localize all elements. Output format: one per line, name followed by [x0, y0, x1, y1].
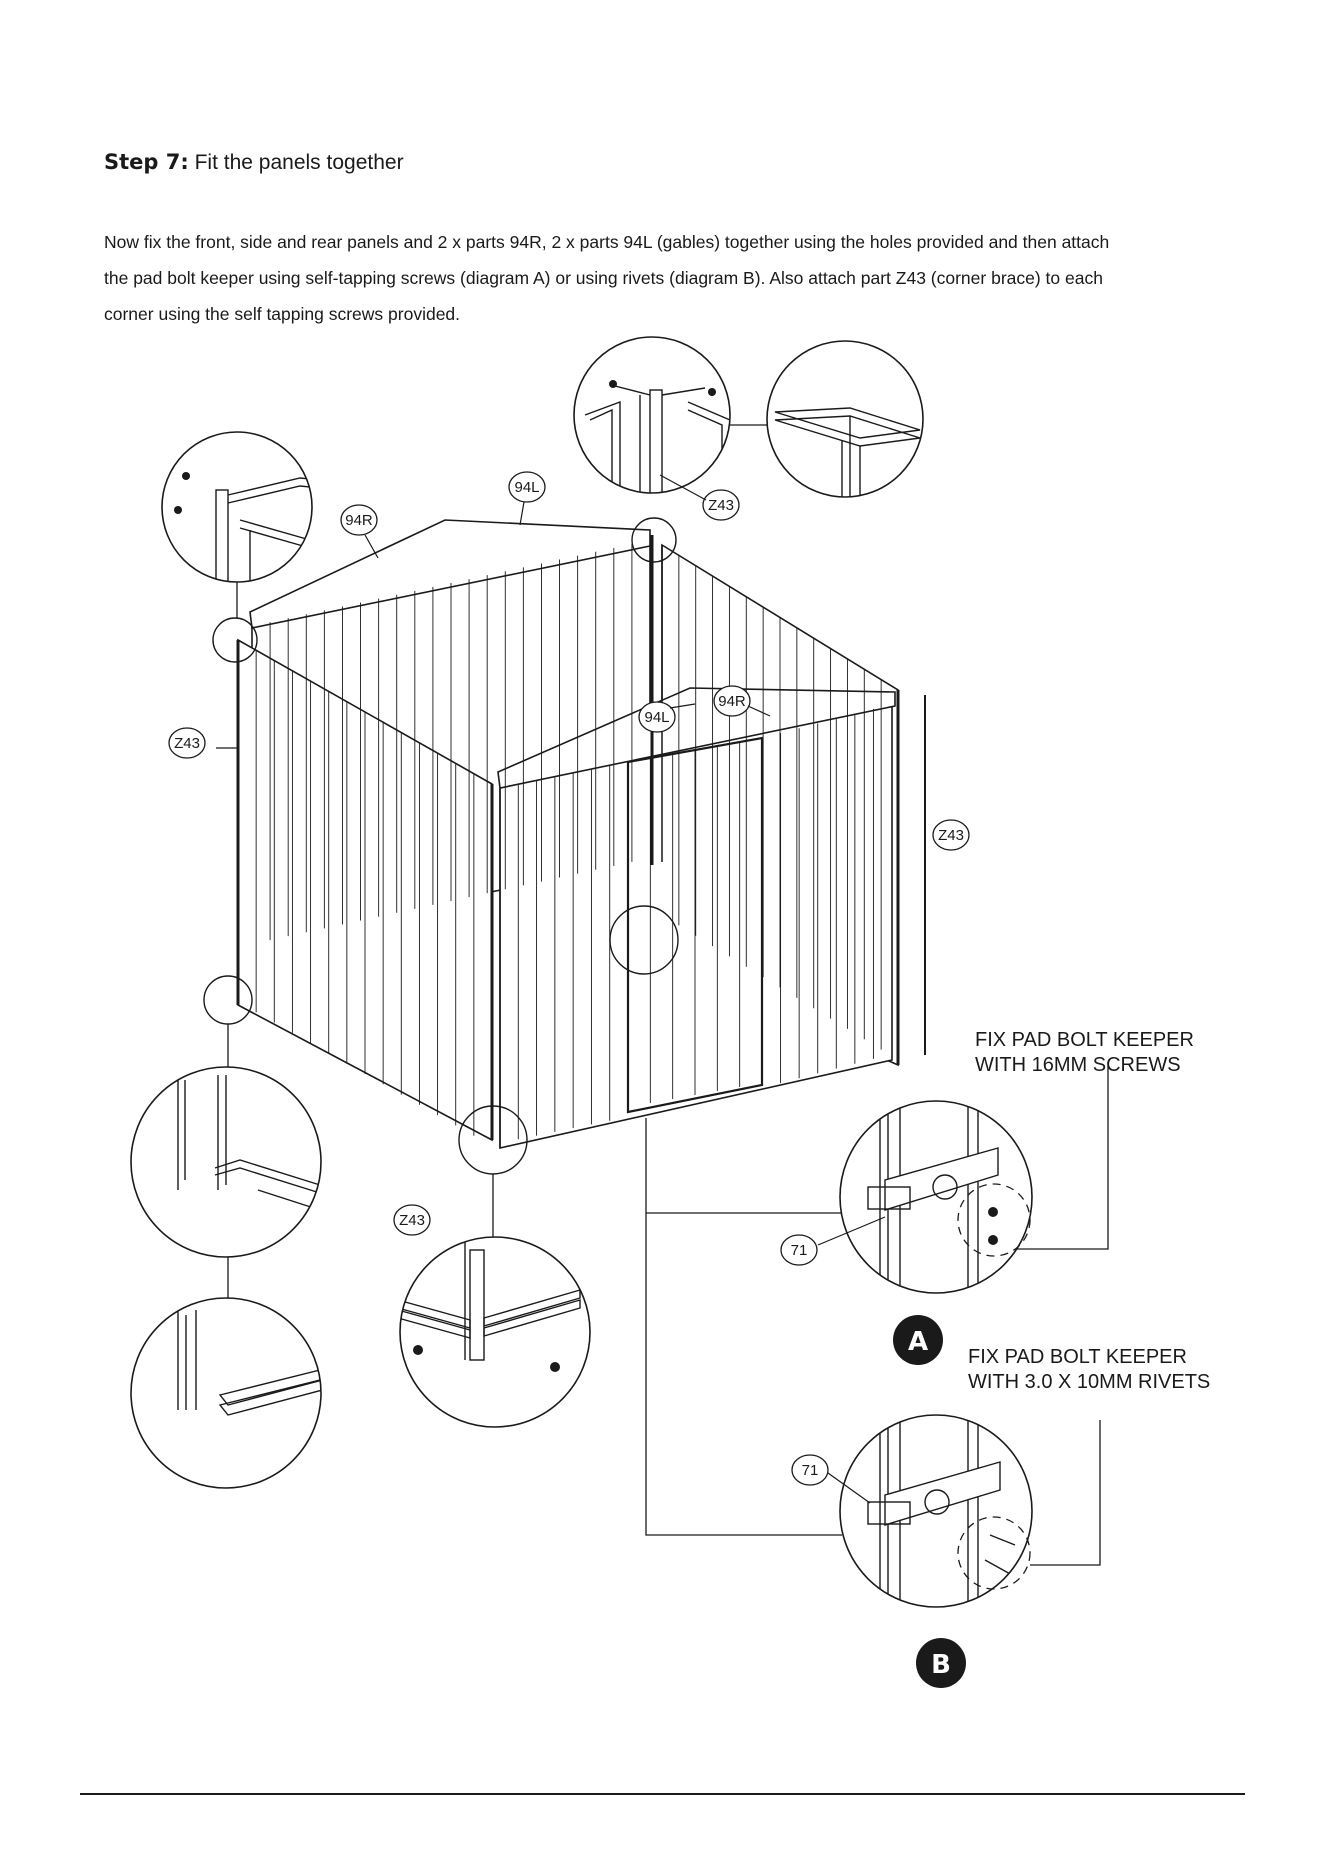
detail-bottom-left-2 [130, 1297, 322, 1489]
step-number: Step 7: [104, 150, 189, 174]
callout-z43-top [702, 489, 740, 521]
callout-z43-left [168, 727, 206, 759]
callout-pointers [364, 474, 886, 1504]
detail-top-right-corner [766, 340, 924, 498]
detail-b-rivets [839, 1414, 1033, 1608]
leader-lines [216, 424, 1109, 1566]
panel-ribs [255, 543, 882, 1140]
label-z43-bottom: Z43 [399, 1212, 425, 1229]
callout-71-a [780, 1234, 818, 1266]
label-94l-front: 94L [644, 709, 669, 726]
instruction-line: corner using the self tapping screws pro… [104, 304, 461, 324]
note-rivets: FIX PAD BOLT KEEPER WITH 3.0 X 10MM RIVE… [968, 1345, 1210, 1395]
diagram-b-badge: B [916, 1638, 966, 1688]
diagram-a-badge: A [893, 1315, 943, 1365]
callout-94r-rear [340, 504, 378, 536]
detail-a-screws [839, 1100, 1033, 1294]
callout-94l-front [638, 701, 676, 733]
step-heading: Step 7: Fit the panels together [104, 150, 404, 175]
callout-71-b [791, 1454, 829, 1486]
part-callout-texts: 94L 94R Z43 Z43 94R 94L Z43 Z43 71 71 [174, 479, 964, 1479]
label-94r-rear: 94R [345, 512, 373, 529]
badge-a-text: A [908, 1327, 928, 1357]
callout-z43-right [932, 819, 970, 851]
badge-b-text: B [931, 1650, 951, 1680]
note-b-line2: WITH 3.0 X 10MM RIVETS [968, 1371, 1211, 1393]
latch-detail-marker [609, 905, 679, 975]
callout-94l-rear [508, 471, 546, 503]
label-71-a: 71 [791, 1242, 808, 1259]
label-z43-top: Z43 [708, 497, 734, 514]
part-callouts [168, 471, 970, 1486]
note-a-line1: FIX PAD BOLT KEEPER [975, 1029, 1194, 1051]
callout-z43-bottom [393, 1204, 431, 1236]
note-screws: FIX PAD BOLT KEEPER WITH 16MM SCREWS [975, 1028, 1194, 1078]
note-a-line2: WITH 16MM SCREWS [975, 1054, 1181, 1076]
instruction-line: Now fix the front, side and rear panels … [104, 232, 1110, 252]
label-71-b: 71 [802, 1462, 819, 1479]
detail-bottom-center [399, 1236, 591, 1428]
callout-94r-front [713, 685, 751, 717]
instruction-line: the pad bolt keeper using self-tapping s… [104, 268, 1103, 288]
instruction-text: Now fix the front, side and rear panels … [104, 224, 1244, 332]
label-94l-rear: 94L [514, 479, 539, 496]
step-title: Fit the panels together [194, 151, 404, 174]
footer-divider [80, 1793, 1245, 1795]
detail-top-corner-left [161, 431, 313, 583]
label-z43-right: Z43 [938, 827, 964, 844]
label-z43-left: Z43 [174, 735, 200, 752]
shed-assembly [236, 519, 926, 1149]
label-94r-front: 94R [718, 693, 746, 710]
detail-top-left-corner [573, 336, 731, 494]
note-b-line1: FIX PAD BOLT KEEPER [968, 1346, 1187, 1368]
detail-bottom-left-1 [130, 1066, 322, 1258]
